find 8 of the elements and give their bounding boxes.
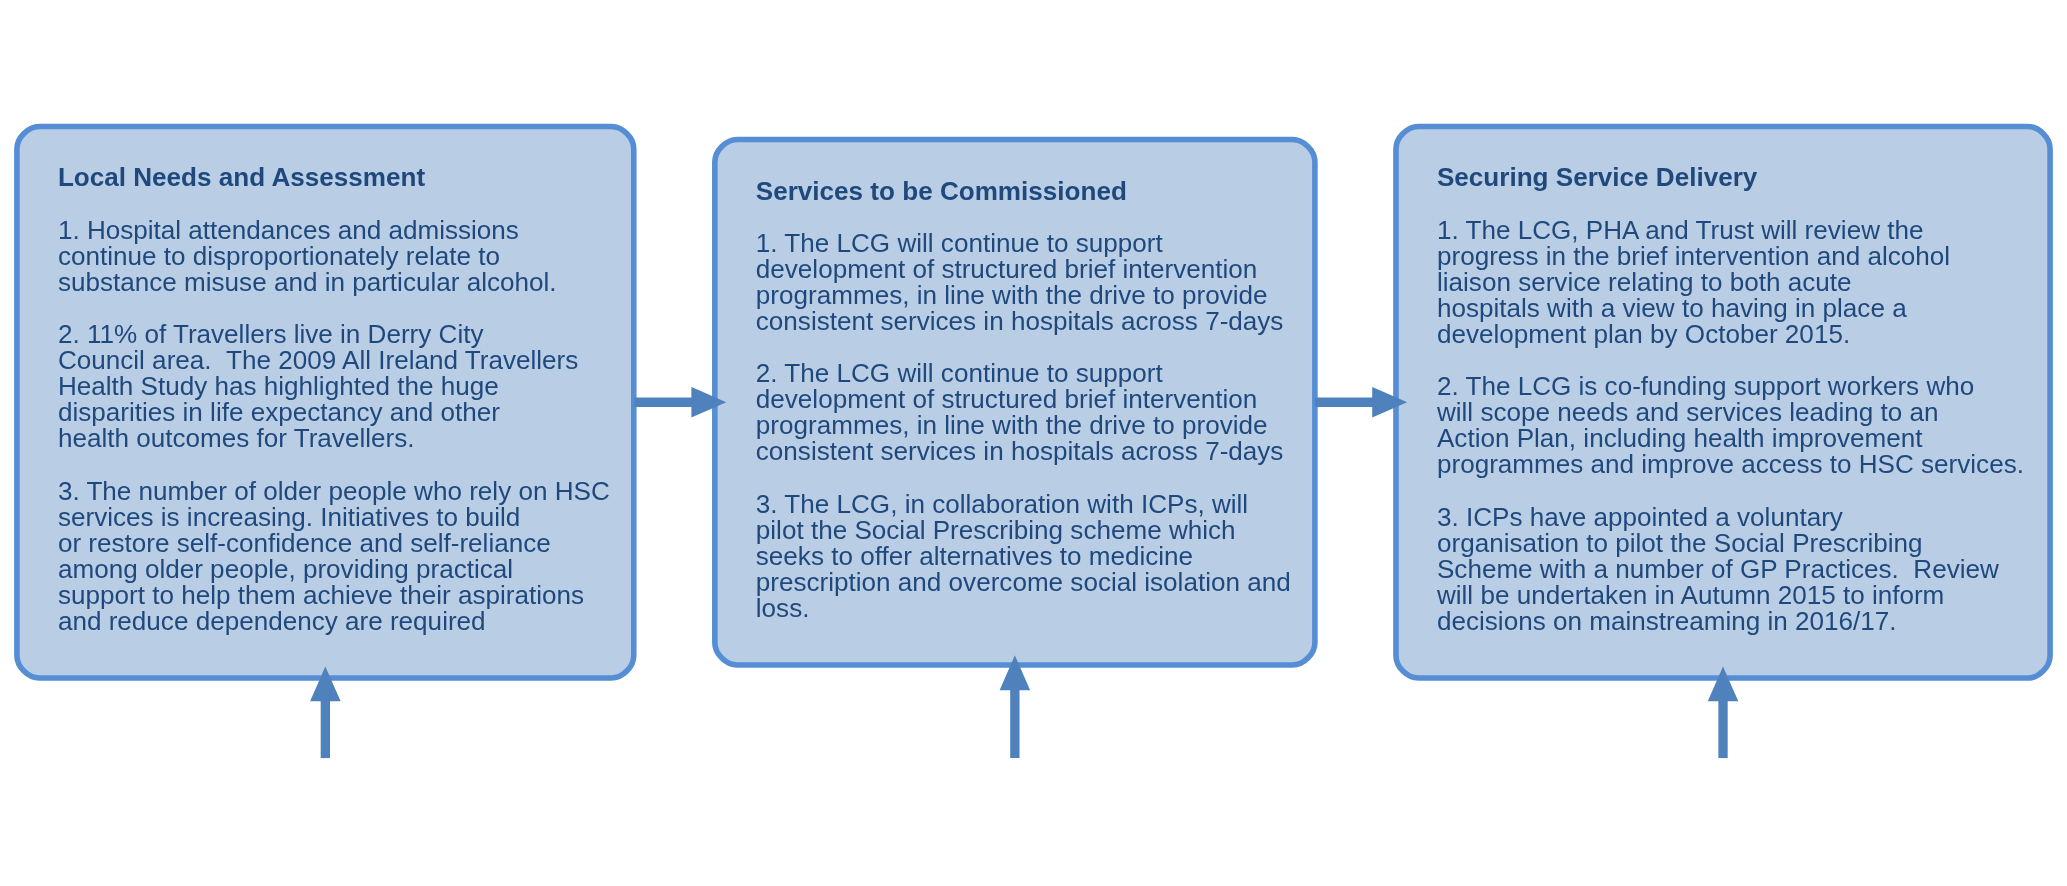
node-box: Services to be Commissioned 1. The LCG will continue to support development of structured brief intervention programmes, in line with the drive to provide consistent services in hospitals across 7-days 2. The LCG will continue to support development of structured brief intervention programmes, in line with the drive to provide consistent services in hospitals across 7-days 3. The LCG, in collaboration with ICPs, will pilot the Social Prescribing scheme which seeks to offer alternatives to medicine prescription and overcome social isolation and loss. [712,136,1318,668]
arrow [1315,386,1408,418]
arrow [999,655,1031,759]
node-box: Securing Service Delivery 1. The LCG, PHA and Trust will review the progress in the brief intervention and alcohol liaison service relating to both acute hospitals with a view to having in place a development plan by October 2015. 2. The LCG is co-funding support workers who will scope needs and services leading to an Action Plan, including health improvement programmes and improve access to HSC services. 3. ICPs have appointed a voluntary organisation to pilot the Social Prescribing Scheme with a number of GP Practices. Review will be undertaken in Autumn 2015 to inform decisions on mainstreaming in 2016/17. [1393,123,2053,681]
arrow [634,386,727,418]
node-box: Local Needs and Assessment 1. Hospital attendances and admissions continue to disproportionately relate to substance misuse and in particular alcohol. 2. 11% of Travellers live in Derry City Council area. The 2009 All Ireland Travellers Health Study has highlighted the huge disparities in life expectancy and other health outcomes for Travellers. 3. The number of older people who rely on HSC services is increasing. Initiatives to build or restore self-confidence and self-reliance among older people, providing practical support to help them achieve their aspirations and reduce dependency are required [14,123,637,681]
arrow [1707,666,1739,759]
arrow [310,666,341,759]
